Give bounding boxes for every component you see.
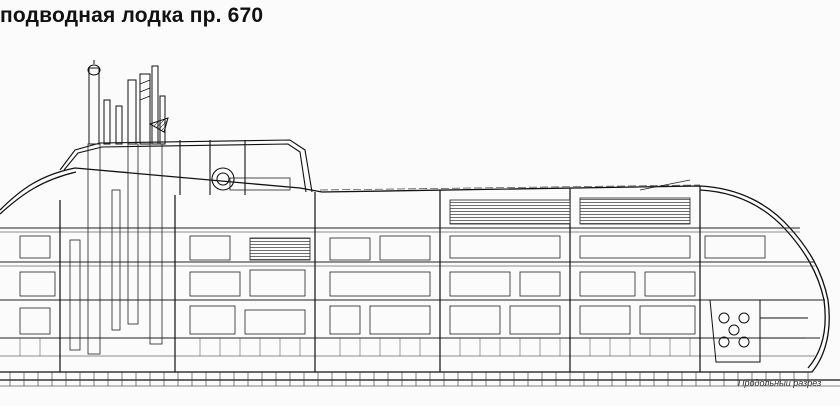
bulkheads xyxy=(59,186,701,372)
bow-torpedo-room xyxy=(709,299,808,363)
hold-frames xyxy=(19,338,691,356)
trunks xyxy=(69,143,163,355)
equipment xyxy=(19,177,766,335)
decks xyxy=(0,227,825,357)
page-title: подводная лодка пр. 670 xyxy=(0,4,264,27)
sail xyxy=(59,139,313,195)
deck-line xyxy=(319,184,701,191)
aerial xyxy=(639,179,691,191)
masts xyxy=(87,60,169,145)
hull-outline xyxy=(0,167,840,387)
drawing-caption: Продольный разрез xyxy=(738,378,822,388)
frame-ticks xyxy=(9,372,809,386)
